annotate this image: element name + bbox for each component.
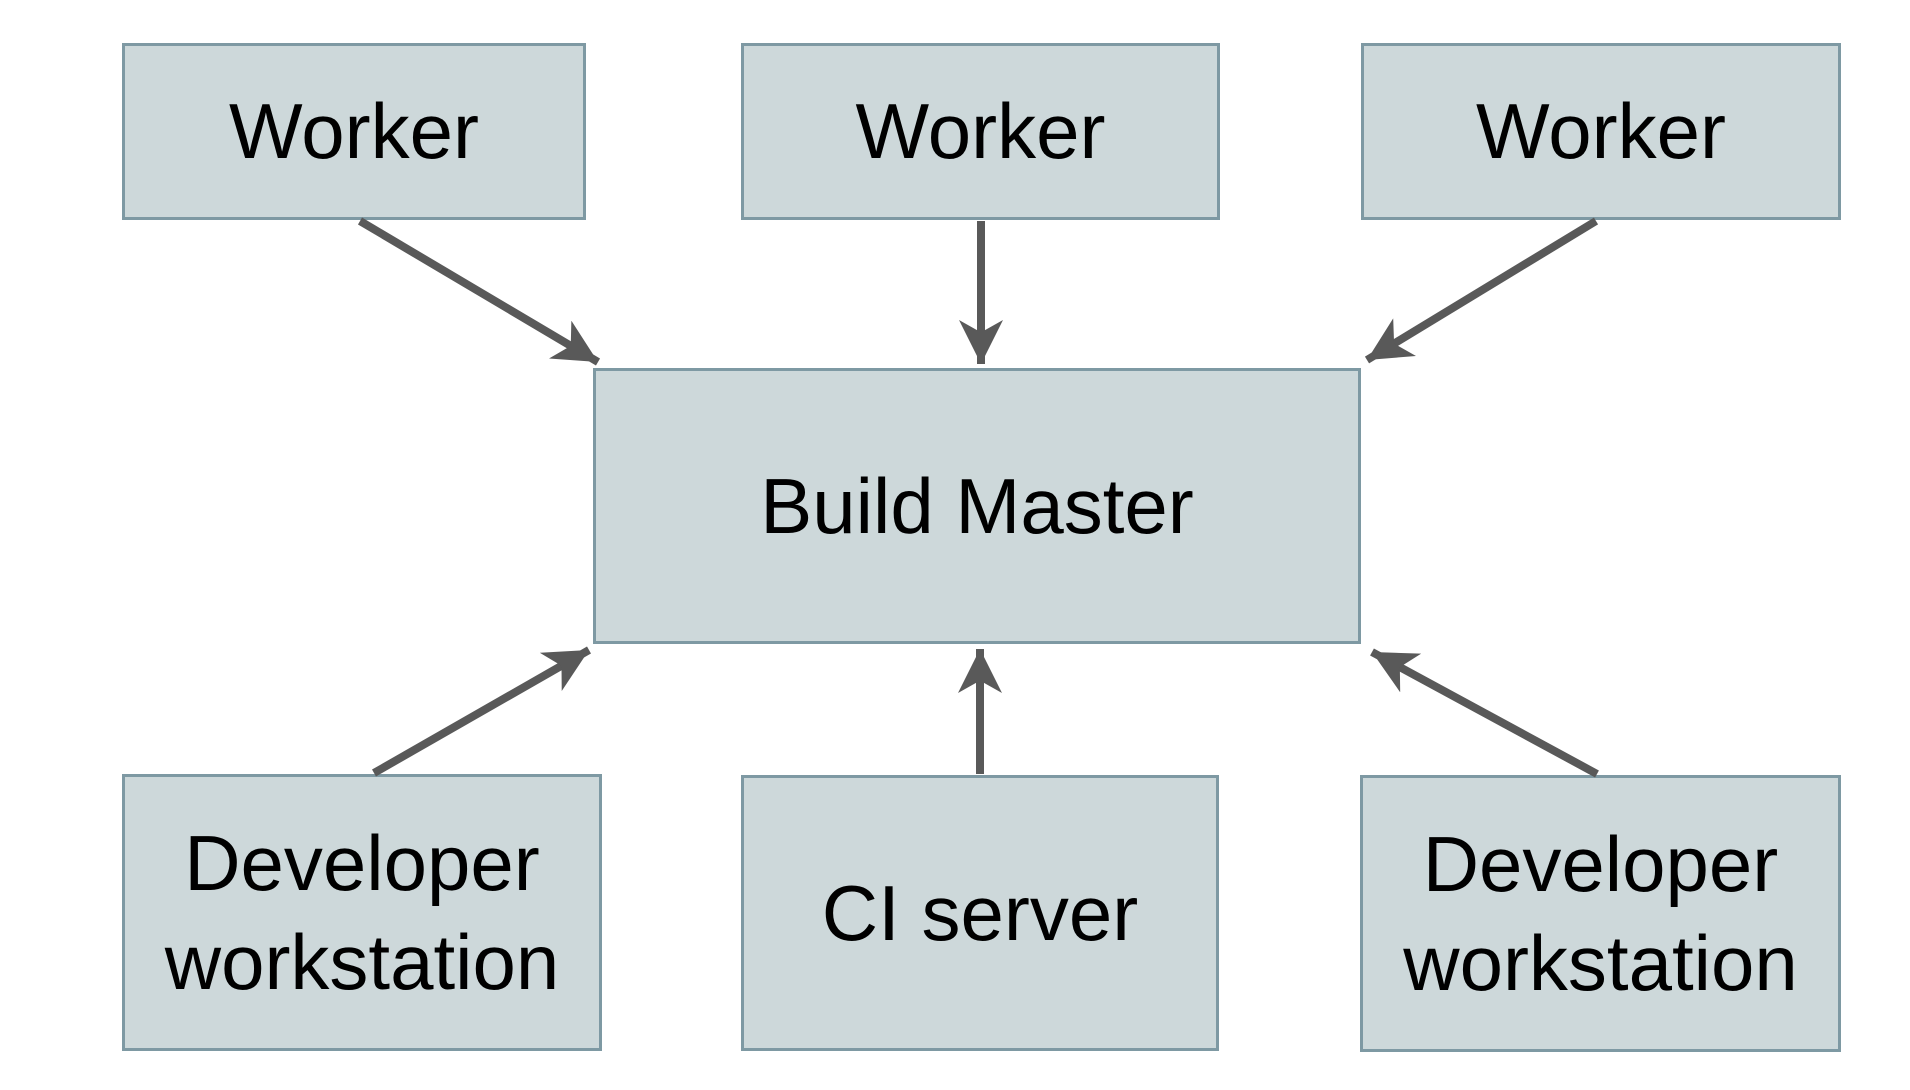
node-worker-right: Worker — [1361, 43, 1841, 220]
node-worker-middle-label: Worker — [855, 87, 1106, 176]
arrow-developer-workstation-right-to-build-master — [1370, 648, 1599, 778]
node-build-master-label: Build Master — [760, 461, 1194, 550]
node-developer-workstation-left: Developer workstation — [122, 774, 602, 1051]
node-developer-workstation-right: Developer workstation — [1360, 775, 1841, 1052]
node-worker-left-label: Worker — [229, 87, 479, 176]
node-developer-workstation-right-label: Developer workstation — [1403, 820, 1798, 1007]
node-build-master: Build Master — [593, 368, 1361, 644]
node-ci-server-label: CI server — [821, 868, 1139, 957]
node-ci-server: CI server — [741, 775, 1219, 1051]
node-worker-right-label: Worker — [1476, 87, 1726, 176]
node-developer-workstation-left-label: Developer workstation — [164, 819, 560, 1006]
arrow-worker-left-to-build-master — [357, 217, 601, 366]
arrow-worker-right-to-build-master — [1364, 217, 1599, 364]
arrow-developer-workstation-left-to-build-master — [372, 646, 591, 777]
node-worker-left: Worker — [122, 43, 586, 220]
node-worker-middle: Worker — [741, 43, 1220, 220]
